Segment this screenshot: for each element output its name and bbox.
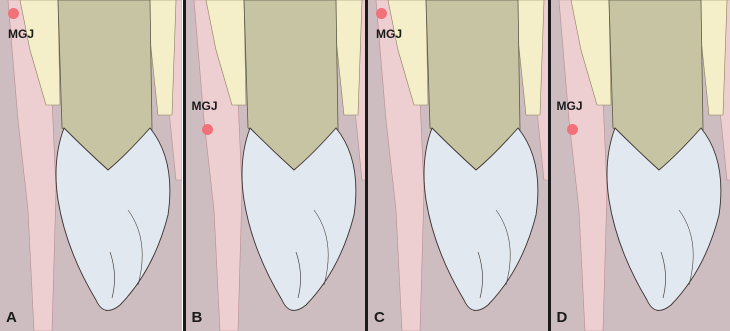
mgj-marker-dot <box>8 8 19 19</box>
panel-letter: A <box>6 310 17 325</box>
tooth-illustration <box>186 0 366 331</box>
tooth-illustration <box>0 0 182 331</box>
panel-c: MGJ C <box>365 0 548 331</box>
mgj-label: MGJ <box>376 28 402 40</box>
panel-letter: D <box>557 310 568 325</box>
mgj-marker-dot <box>567 124 578 135</box>
panel-b: MGJ B <box>183 0 366 331</box>
panel-a: MGJ A <box>0 0 183 331</box>
tooth-illustration <box>368 0 548 331</box>
mgj-label: MGJ <box>557 100 583 112</box>
mgj-marker-dot <box>202 124 213 135</box>
mgj-marker-dot <box>376 8 387 19</box>
panel-d: MGJ D <box>548 0 730 331</box>
mgj-label: MGJ <box>8 28 34 40</box>
mgj-label: MGJ <box>192 100 218 112</box>
tooth-illustration <box>551 0 730 331</box>
panel-letter: B <box>192 310 203 325</box>
panel-letter: C <box>374 310 385 325</box>
